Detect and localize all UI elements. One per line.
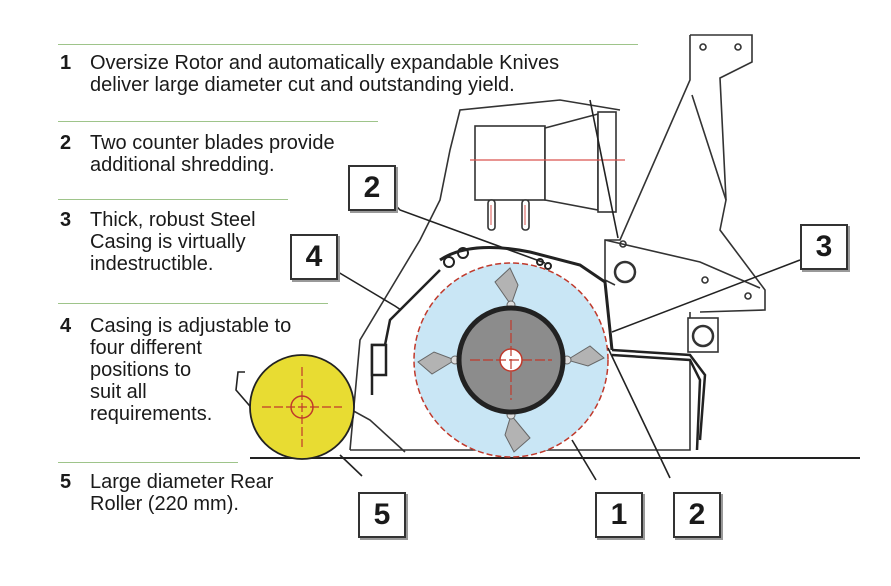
feature-5-text: Large diameter Rear Roller (220 mm). — [90, 471, 274, 515]
callout-2-counter-blade-top: 2 — [348, 165, 396, 211]
adjustable-skid — [370, 269, 441, 395]
callout-4-casing: 4 — [290, 234, 338, 280]
feature-4-text: Casing is adjustable to four different p… — [90, 315, 292, 425]
callout-1-rotor: 1 — [595, 492, 643, 538]
rear-roller — [235, 354, 355, 460]
feature-4-number: 4 — [60, 315, 72, 337]
gearbox — [470, 111, 625, 231]
feature-4: 4 Casing is adjustable to four different… — [60, 315, 480, 425]
feature-5: 5 Large diameter Rear Roller (220 mm). — [60, 471, 480, 515]
feature-1-text: Oversize Rotor and automatically expanda… — [90, 52, 560, 96]
feature-2: 2 Two counter blades provide additional … — [60, 132, 480, 176]
separator-4 — [58, 462, 238, 463]
separator-0 — [58, 44, 638, 45]
feature-2-number: 2 — [60, 132, 72, 154]
feature-3: 3 Thick, robust Steel Casing is virtuall… — [60, 209, 480, 275]
feature-3-text: Thick, robust Steel Casing is virtually … — [90, 209, 256, 275]
separator-1 — [58, 121, 378, 122]
callout-5-rear-roller: 5 — [358, 492, 406, 538]
expandable-knives — [417, 267, 605, 453]
feature-3-number: 3 — [60, 209, 72, 231]
feature-1-number: 1 — [60, 52, 72, 74]
callout-2-counter-blade-rear: 2 — [673, 492, 721, 538]
separator-3 — [58, 303, 328, 304]
rear-flap — [611, 348, 707, 451]
feature-1: 1 Oversize Rotor and automatically expan… — [60, 52, 640, 96]
feature-5-number: 5 — [60, 471, 72, 493]
hitch-frame — [604, 34, 766, 353]
feature-2-text: Two counter blades provide additional sh… — [90, 132, 335, 176]
separator-2 — [58, 199, 288, 200]
callout-3-steel-casing: 3 — [800, 224, 848, 270]
